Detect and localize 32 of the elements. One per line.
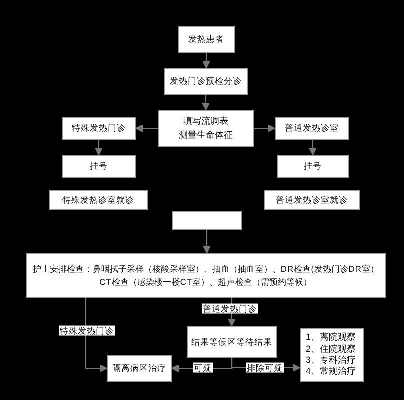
arrow (203, 230, 211, 254)
arrow (85, 298, 108, 372)
process-box: 特殊发热诊室就诊 (49, 190, 148, 210)
list-item: 4、常规治疗 (306, 366, 356, 378)
process-box (172, 211, 242, 230)
arrow (202, 53, 210, 68)
arrow (202, 95, 210, 110)
list-item: 3、专科治疗 (306, 355, 356, 366)
step-text: 测量生命体征 (179, 128, 233, 142)
process-box: 发热患者 (178, 26, 235, 53)
list-item: 2、住院观察 (306, 344, 356, 355)
process-box: 普通发热诊室 (275, 117, 349, 140)
step-text: 填写流调表 (184, 115, 228, 128)
edge-label: 排除可疑 (246, 362, 284, 374)
edge-label: 特殊发热门诊 (59, 326, 115, 336)
process-box: 特殊发热门诊 (62, 117, 136, 140)
arrow (254, 124, 276, 132)
edge-label: 可疑 (193, 362, 213, 374)
arrow (309, 140, 317, 156)
process-box: 挂号 (277, 155, 349, 178)
process-box: 结果等候区等待结果 (187, 326, 277, 358)
process-box: 护士安排检查：鼻咽拭子采样（核酸采样室）、抽血（抽血室）、DR检查(发热门诊DR室）CT检查（感染楼一楼CT室）、超声检查（需预约等候） (26, 253, 386, 298)
process-box (300, 328, 364, 382)
process-box: 隔离病区治疗 (107, 355, 172, 382)
arrow (136, 124, 158, 132)
process-box: 普通发热诊室就诊 (264, 190, 360, 210)
list-item: 1、离院观察 (306, 332, 356, 344)
process-box (158, 110, 254, 147)
process-box: 挂号 (62, 155, 136, 178)
edge-label: 普通发热门诊 (202, 304, 258, 314)
arrow (95, 140, 103, 156)
process-box: 发热门诊预检分诊 (164, 68, 248, 95)
